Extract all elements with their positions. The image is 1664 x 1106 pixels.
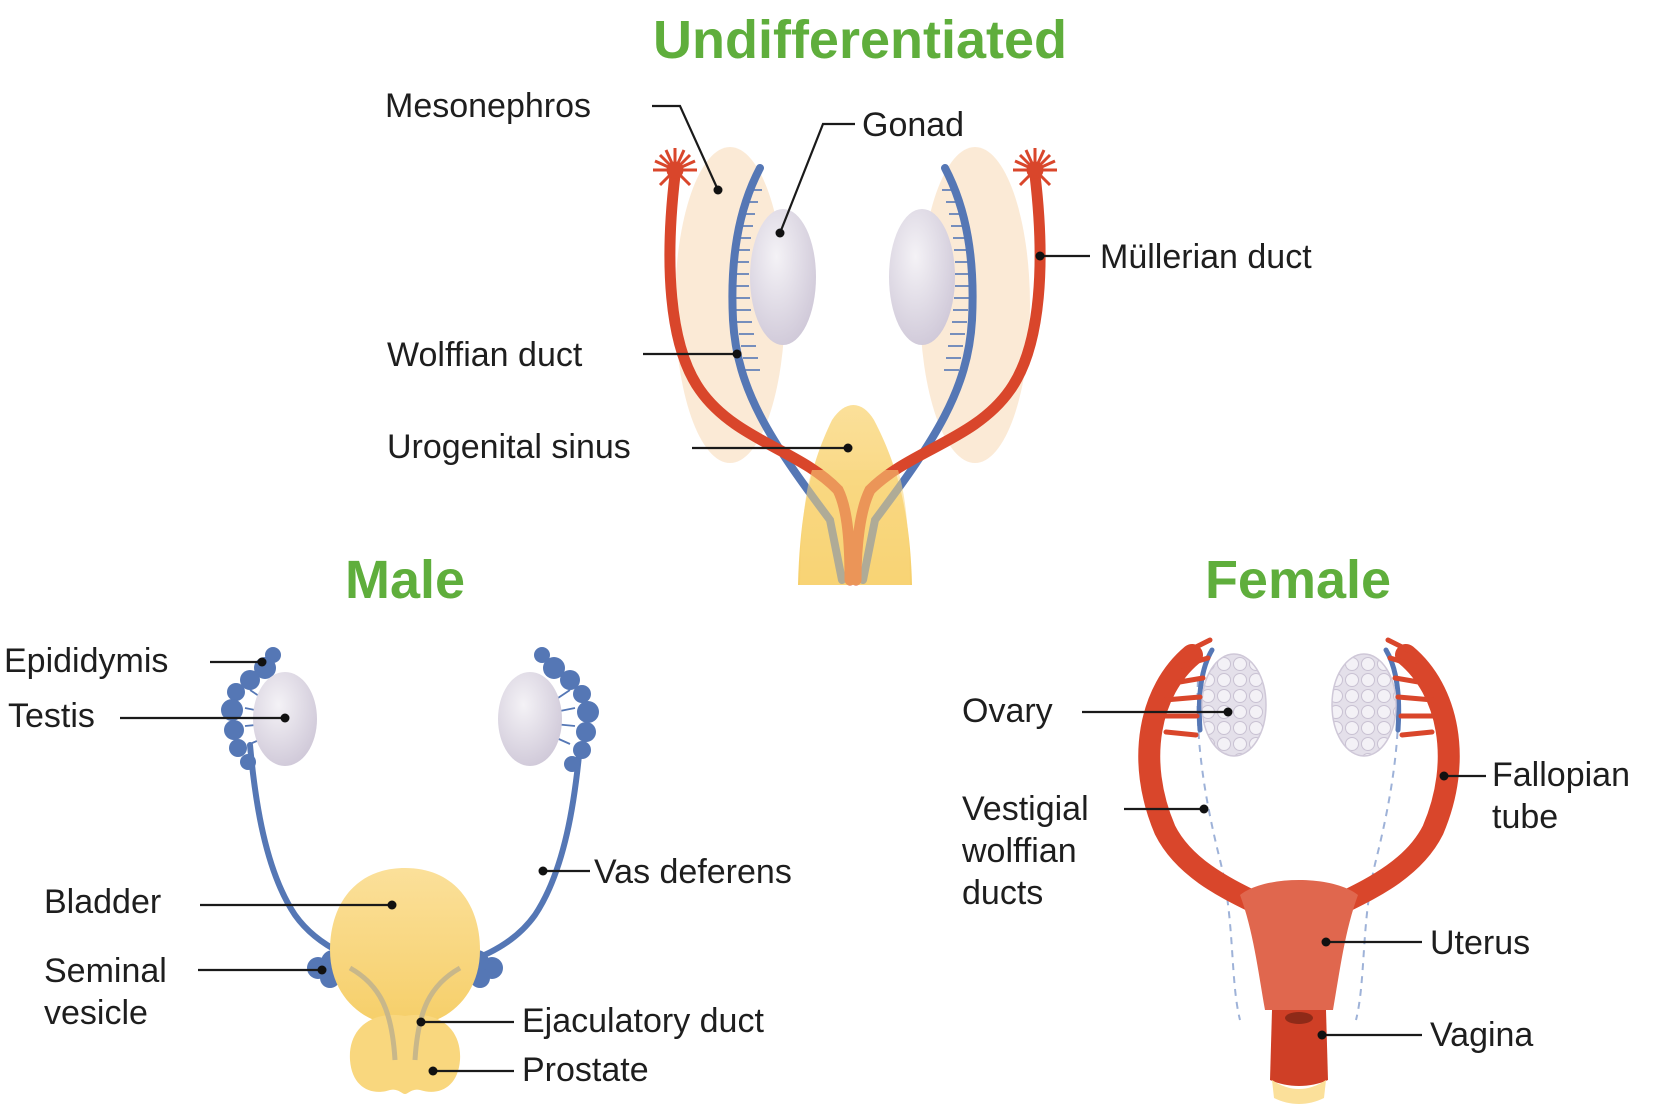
fimbriae-left [1162,637,1213,738]
fimbria-left [653,148,697,192]
testis-right [498,672,562,766]
label-bladder: Bladder [44,883,161,921]
cervix [1285,1012,1313,1024]
label-vestigial-2: wolffian [961,832,1077,870]
bladder [330,868,480,1022]
dot-prostate [428,1066,438,1076]
vaginal-opening [1272,1080,1326,1104]
label-gonad: Gonad [862,106,964,144]
sinus-overlay [800,470,910,585]
label-vestigial-3: ducts [962,874,1043,912]
ovary-right [1331,653,1397,757]
gonad-left [750,209,816,345]
fimbriae-right [1385,637,1436,738]
label-vagina: Vagina [1430,1016,1533,1054]
label-vas-deferens: Vas deferens [594,853,792,891]
dot-vestigial [1199,804,1209,814]
vestigial-wolffian-right [1355,679,1400,1021]
male-panel: Male [4,550,792,1094]
ejaculatory-duct-right [412,965,462,1061]
dot-bladder [387,900,397,910]
dot-wolffian-duct [732,349,742,359]
wolffian-duct-right [859,164,977,584]
dot-testis [280,713,290,723]
fallopian-tube-left [1138,644,1271,916]
epididymis-right [534,647,599,772]
label-seminal-vesicle-1: Seminal [44,952,167,990]
leader-mesonephros [652,104,720,191]
dot-fallopian-tube [1439,771,1449,781]
label-uterus: Uterus [1430,924,1530,962]
dot-vagina [1317,1030,1327,1040]
male-title: Male [345,550,465,610]
dot-seminal-vesicle [317,965,327,975]
epididymis-left [221,647,281,770]
uterus [1240,880,1358,1010]
ovary-left [1201,653,1267,757]
leader-gonad [778,122,855,234]
undifferentiated-panel: Undifferentiated [385,10,1312,586]
vestigial-wolffian-left [1196,679,1241,1021]
dot-ovary [1223,707,1233,717]
label-seminal-vesicle-2: vesicle [44,994,148,1032]
gonad-right [889,209,955,345]
dot-ejaculatory-duct [416,1017,426,1027]
label-ovary: Ovary [962,692,1053,730]
label-testis: Testis [8,697,95,735]
female-panel: Female Ovary Fallo [961,550,1630,1104]
fallopian-tube-right [1327,644,1460,916]
dot-mullerian-duct [1035,251,1045,261]
label-mullerian-duct: Müllerian duct [1100,238,1312,276]
vagina [1270,1010,1328,1086]
label-vestigial-1: Vestigial [962,790,1089,828]
label-fallopian-tube-1: Fallopian [1492,756,1630,794]
dot-gonad [775,228,785,238]
dot-urogenital-sinus [843,443,853,453]
label-urogenital-sinus: Urogenital sinus [387,428,631,466]
label-prostate: Prostate [522,1051,649,1089]
label-epididymis: Epididymis [4,642,168,680]
dot-mesonephros [713,185,723,195]
dot-vas-deferens [538,866,548,876]
ejaculatory-duct-left [348,965,398,1061]
female-title: Female [1205,550,1391,610]
fimbria-right [1013,148,1057,192]
mesonephric-tubules-left [734,189,762,371]
dot-epididymis [257,657,267,667]
dot-uterus [1321,937,1331,947]
label-fallopian-tube-2: tube [1492,798,1558,836]
label-mesonephros: Mesonephros [385,87,591,125]
wolffian-duct-left [728,164,846,584]
label-wolffian-duct: Wolffian duct [387,336,583,374]
prostate [349,1014,461,1094]
label-ejaculatory-duct: Ejaculatory duct [522,1002,764,1040]
undifferentiated-title: Undifferentiated [653,10,1067,70]
